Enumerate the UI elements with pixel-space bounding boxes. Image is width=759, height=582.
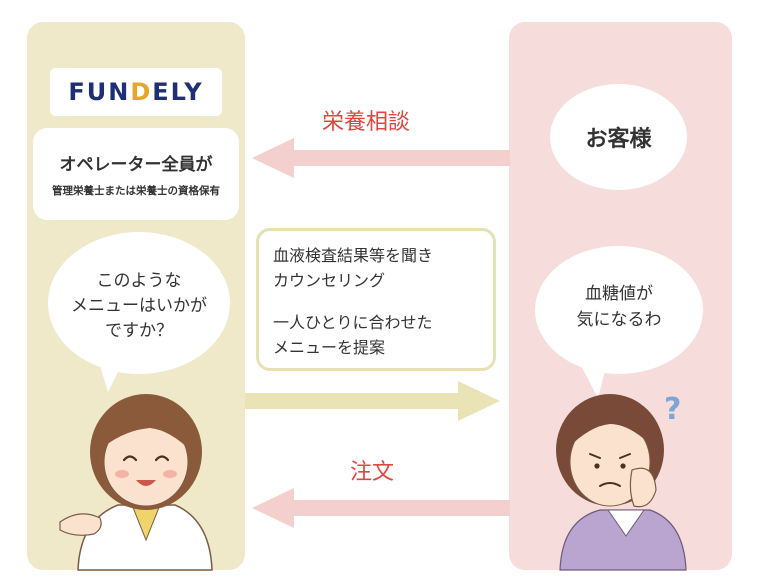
info-line-1: 血液検査結果等を聞き: [273, 246, 434, 265]
order-arrow: [252, 488, 510, 528]
order-label: 注文: [350, 460, 395, 485]
operator-speech-bubble: このような メニューはいかが ですか？: [48, 232, 230, 374]
operator-qualification-box: オペレーター全員が 管理栄養士または栄養士の資格保有: [33, 128, 239, 220]
customer-speech-bubble: 血糖値が 気になるわ: [535, 246, 703, 374]
customer-speech-line-1: 血糖値が: [585, 284, 653, 304]
proposal-arrow: [245, 381, 500, 421]
operator-speech-line-2: メニューはいかが: [71, 296, 207, 316]
info-line-3: 一人ひとりに合わせた: [273, 313, 433, 332]
info-line-2: カウンセリング: [273, 271, 386, 290]
logo-text: FUNDELY: [68, 78, 204, 106]
operator-speech-line-3: ですか？: [105, 321, 173, 341]
counseling-info-box: 血液検査結果等を聞き カウンセリング 一人ひとりに合わせた メニューを提案: [256, 228, 496, 371]
customer-speech-line-2: 気になるわ: [576, 310, 662, 330]
consultation-arrow: [252, 138, 510, 178]
operator-speech-line-1: このような: [96, 271, 182, 291]
fundely-logo: FUNDELY: [50, 68, 222, 116]
question-mark-icon: ?: [664, 392, 682, 427]
operator-subtitle: 管理栄養士または栄養士の資格保有: [52, 185, 220, 197]
operator-title: オペレーター全員が: [59, 155, 213, 175]
consultation-label: 栄養相談: [322, 110, 411, 135]
customer-label: お客様: [550, 84, 687, 190]
info-line-4: メニューを提案: [273, 338, 386, 357]
